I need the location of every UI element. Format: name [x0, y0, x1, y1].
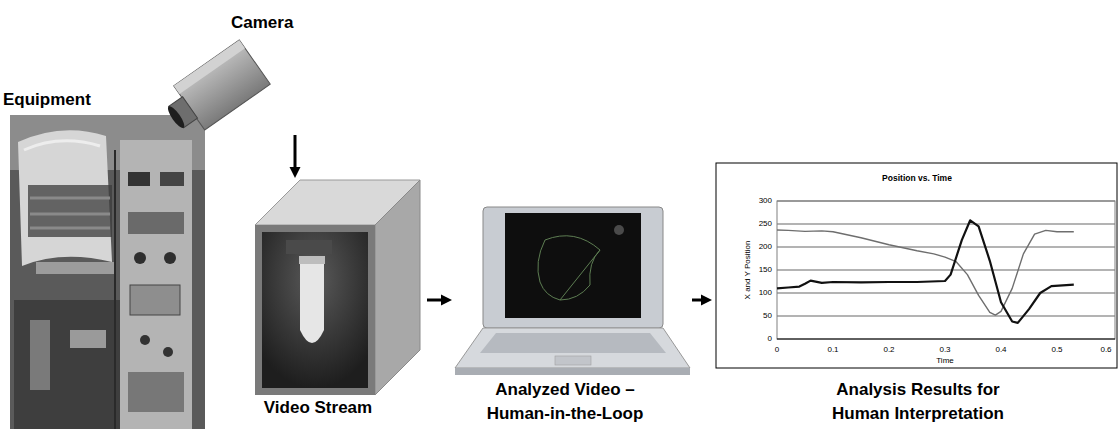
- chart-label: 0: [775, 346, 779, 354]
- x-axis: [777, 339, 1115, 340]
- panel-part: [128, 172, 150, 186]
- camera-top: [174, 40, 245, 94]
- panel-part: [130, 285, 180, 315]
- chart-label: 50: [763, 312, 772, 320]
- cube-side: [375, 180, 420, 395]
- node-caption: Analysis Results for Human Interpretatio…: [822, 378, 1014, 426]
- knob: [164, 252, 176, 264]
- touchpad: [555, 356, 591, 365]
- machine-bar: [36, 262, 114, 274]
- chart-label: 150: [759, 266, 772, 274]
- grid-line: [777, 247, 1115, 248]
- keyboard: [480, 333, 666, 353]
- arrow-head: [290, 167, 301, 178]
- figure-node: Camera: [165, 8, 300, 135]
- grid-line: [777, 224, 1115, 225]
- chart-label: 0: [768, 335, 772, 343]
- roll-highlight: [24, 141, 100, 150]
- chart-label: 0.1: [827, 346, 838, 354]
- rollers: [28, 185, 112, 237]
- chart-label: 300: [759, 197, 772, 205]
- machine-part: [70, 330, 106, 348]
- machine-part: [30, 320, 50, 390]
- node-caption: Camera: [231, 11, 293, 35]
- figure-node: Analyzed Video – Human-in-the-Loop: [452, 205, 692, 429]
- arrow-shaft: [294, 135, 297, 169]
- chart-label: 200: [759, 243, 772, 251]
- knob: [140, 335, 150, 345]
- flow-arrow: [692, 295, 712, 306]
- fixture: [286, 240, 332, 254]
- chart-label: 0.4: [995, 346, 1006, 354]
- node-caption: Equipment: [3, 88, 91, 112]
- node-caption: Analyzed Video – Human-in-the-Loop: [477, 378, 653, 426]
- node-caption: Video Stream: [250, 396, 386, 420]
- control-panel: [120, 140, 192, 429]
- equipment-photo: [10, 115, 205, 429]
- laptop-lid: [483, 207, 663, 328]
- arrow-head: [441, 295, 452, 306]
- figure-node: Equipment: [0, 86, 212, 429]
- laptop-icon: [455, 207, 690, 375]
- chart-label: 0.2: [883, 346, 894, 354]
- roller: [30, 227, 110, 230]
- screen-glint: [614, 225, 624, 235]
- flow-arrow: [290, 135, 301, 178]
- vial: [300, 262, 324, 343]
- plot-area: [777, 201, 1115, 339]
- video-frame: [262, 232, 368, 388]
- arrow-shaft: [427, 299, 443, 302]
- panel-part: [128, 212, 184, 234]
- knob: [134, 252, 146, 264]
- roller: [30, 197, 110, 200]
- lens-glass: [165, 104, 186, 130]
- knob: [163, 347, 173, 357]
- panel-part: [160, 172, 184, 186]
- chart-label: Position vs. Time: [882, 174, 952, 183]
- flow-arrow: [427, 295, 452, 306]
- grid-line: [777, 316, 1115, 317]
- video-cube: [255, 180, 420, 395]
- chart-label: 100: [759, 289, 772, 297]
- arrow-head: [701, 295, 712, 306]
- line-chart: [716, 163, 1117, 368]
- machine-base: [14, 300, 120, 429]
- laptop-base: [455, 328, 690, 368]
- chart-label: 0.3: [939, 346, 950, 354]
- grid-lines: [777, 201, 1115, 316]
- panel-part: [128, 372, 184, 412]
- chart-frame: [716, 163, 1117, 368]
- frame-line: [114, 150, 116, 429]
- chart-label: 250: [759, 220, 772, 228]
- chart-label: 0.6: [1100, 346, 1111, 354]
- axis-title: X and Y Position: [744, 241, 752, 300]
- camera-icon: [157, 40, 270, 142]
- photo-ground: [10, 115, 205, 429]
- chart-label: Time: [936, 357, 953, 365]
- figure-node: Video Stream: [250, 178, 427, 424]
- cube-front: [255, 225, 375, 395]
- chart-label: 0.5: [1051, 346, 1062, 354]
- x-position-curve: [777, 230, 1074, 315]
- tracked-outline: [538, 236, 600, 300]
- laptop-front: [455, 368, 690, 375]
- grid-line: [777, 293, 1115, 294]
- roller: [30, 213, 110, 216]
- grid-line: [777, 270, 1115, 271]
- paper-roll: [18, 130, 112, 266]
- y-position-curve: [777, 220, 1074, 323]
- tracked-outline: [560, 250, 600, 300]
- figure-node: Analysis Results for Human Interpretatio…: [712, 163, 1117, 429]
- laptop-screen: [505, 213, 641, 318]
- vial-cap: [299, 256, 325, 264]
